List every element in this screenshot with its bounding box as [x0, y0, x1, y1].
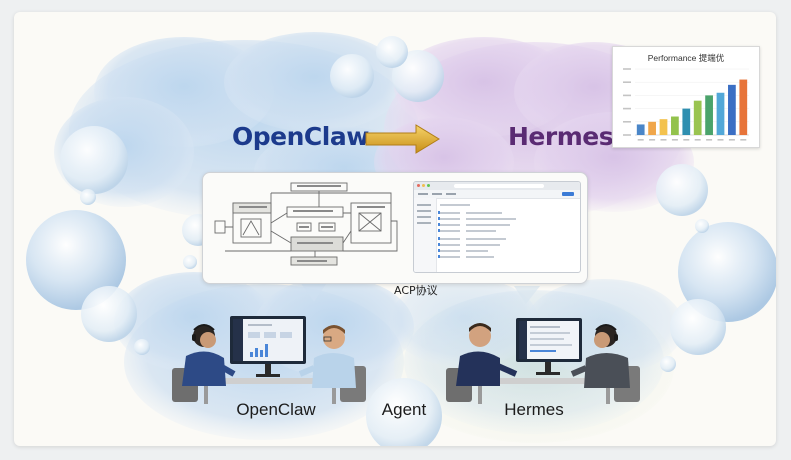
browser-titlebar — [414, 182, 580, 190]
person-right — [570, 324, 640, 402]
hermes-label: Hermes — [504, 400, 564, 419]
y-tick-mark — [623, 107, 631, 110]
primary-action-chip — [562, 192, 574, 196]
chart-bar — [716, 92, 725, 135]
performance-bar-chart — [623, 68, 749, 141]
chart-bar — [728, 84, 736, 135]
chart-bar — [671, 116, 679, 135]
y-tick-mark — [623, 121, 631, 123]
hermes-title: Hermes — [508, 122, 614, 151]
monitor-icon — [230, 316, 306, 377]
x-tick-mark — [671, 139, 678, 141]
monitor-icon — [516, 318, 582, 375]
openclaw-label: OpenClaw — [236, 400, 316, 419]
acp-protocol-label: ACP协议 — [394, 284, 438, 297]
bubbles — [26, 36, 776, 446]
maximize-dot-icon — [427, 184, 430, 187]
x-tick-mark — [740, 139, 747, 141]
x-tick-mark — [717, 139, 724, 141]
y-tick-mark — [623, 94, 631, 97]
browser-toolbar — [414, 190, 580, 199]
openclaw-title: OpenClaw — [232, 122, 369, 151]
arrow-right-icon — [365, 124, 440, 154]
chart-bar — [739, 79, 748, 135]
person-right — [298, 325, 366, 402]
illustration-frame: OpenClaw Hermes Performance 提端优 — [14, 12, 776, 446]
address-bar — [454, 184, 544, 188]
chart-bar — [648, 121, 656, 135]
agent-label: Agent — [381, 400, 427, 419]
x-tick-mark — [728, 139, 735, 141]
chart-bar — [659, 119, 668, 135]
x-tick-mark — [694, 139, 701, 141]
openclaw-team-scene — [172, 316, 366, 404]
person-left — [172, 324, 236, 402]
chart-bar — [693, 100, 702, 135]
y-tick-mark — [623, 81, 631, 83]
x-tick-mark — [706, 139, 713, 141]
chart-title: Performance 提端优 — [647, 53, 725, 63]
chart-bar — [682, 108, 691, 135]
protocol-panel — [202, 172, 588, 284]
person-left — [446, 323, 518, 402]
x-tick-mark — [660, 139, 667, 141]
browser-content-rows — [438, 204, 516, 258]
hermes-team-scene — [446, 318, 640, 404]
x-tick-mark — [649, 139, 656, 141]
browser-sidebar — [414, 198, 437, 272]
minimize-dot-icon — [422, 184, 425, 187]
performance-chart-card: Performance 提端优 — [612, 46, 760, 148]
x-tick-mark — [637, 139, 644, 141]
chart-bar — [636, 124, 645, 135]
chart-bar — [705, 95, 713, 135]
y-tick-mark — [623, 68, 631, 70]
close-dot-icon — [417, 184, 420, 187]
architecture-sketch — [214, 182, 398, 266]
y-tick-mark — [623, 134, 631, 136]
x-tick-mark — [683, 139, 690, 141]
browser-mockup — [413, 181, 581, 273]
